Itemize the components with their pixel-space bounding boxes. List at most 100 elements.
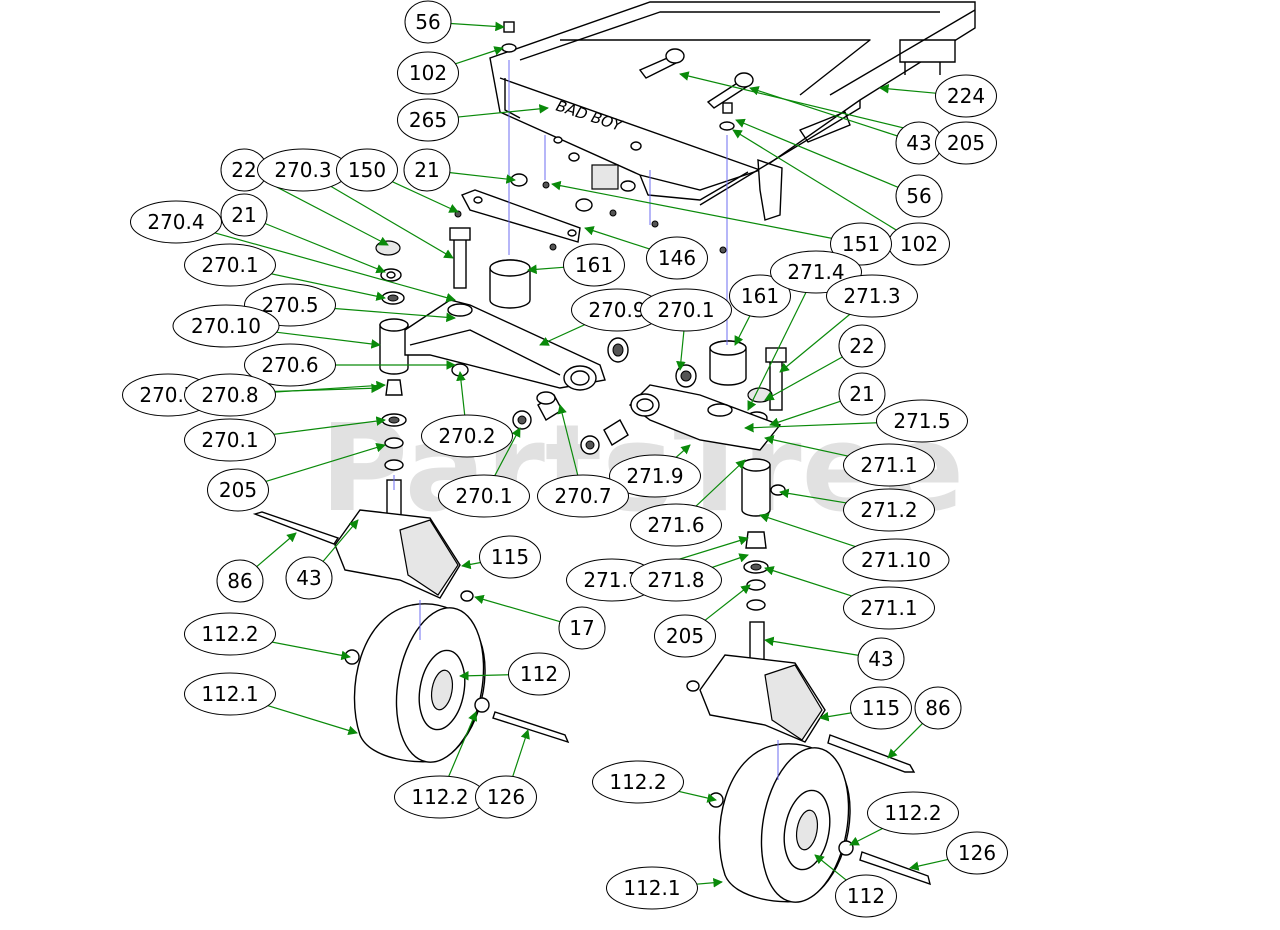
leader-line	[448, 21, 505, 32]
callout-bubble: 146	[646, 236, 708, 280]
callout-circle	[838, 372, 886, 416]
callout-bubble: 161	[563, 243, 625, 287]
callout-circle	[508, 652, 570, 696]
leader-line	[764, 636, 861, 657]
callout-number: 270.9	[588, 298, 645, 322]
leader-line	[322, 519, 359, 563]
callout-circle	[843, 586, 935, 630]
callout-number: 271.8	[647, 568, 704, 592]
callout-circle	[838, 324, 886, 368]
callout-number: 270.4	[147, 210, 204, 234]
callout-circle	[646, 236, 708, 280]
callout-bubble: 271.2	[843, 488, 935, 532]
pivot-shafts	[638, 48, 754, 109]
callout-number: 115	[862, 696, 900, 720]
callout-circle	[729, 274, 791, 318]
callout-bubble: 270.2	[421, 414, 513, 458]
callout-number: 115	[491, 545, 529, 569]
callout-bubble: 115	[850, 686, 912, 730]
callout-circle	[397, 51, 459, 95]
callout-circle	[842, 538, 950, 582]
callout-circle	[404, 0, 452, 44]
leader-line	[879, 84, 946, 95]
callout-bubble: 43	[857, 637, 905, 681]
callout-circle	[421, 414, 513, 458]
callout-number: 270.1	[201, 253, 258, 277]
callout-bubble: 112.2	[184, 612, 276, 656]
callout-number: 112.1	[623, 876, 680, 900]
callout-number: 271.9	[626, 464, 683, 488]
callout-circle	[606, 866, 698, 910]
callout-number: 126	[958, 841, 996, 865]
callout-bubble: 112.1	[184, 672, 276, 716]
callout-bubble: 17	[558, 606, 606, 650]
callout-circle	[479, 535, 541, 579]
callout-number: 161	[741, 284, 779, 308]
leader-line	[732, 129, 902, 234]
callout-circle	[654, 614, 716, 658]
callout-circle	[826, 274, 918, 318]
leader-line	[511, 729, 530, 778]
callout-bubble: 22	[220, 148, 268, 192]
leader-line	[744, 421, 902, 433]
front-bracket	[461, 189, 581, 243]
callout-bubble: 115	[479, 535, 541, 579]
callout-number: 271.3	[843, 284, 900, 308]
callout-bubble: 270.4	[130, 200, 222, 244]
callout-number: 271.2	[860, 498, 917, 522]
leader-line	[764, 355, 844, 401]
callout-number: 205	[219, 478, 257, 502]
right-pivot-arm	[628, 340, 787, 611]
callout-bubble: 270.8	[184, 373, 276, 417]
left-caster-fork	[252, 479, 461, 599]
callout-circle	[285, 556, 333, 600]
leader-line	[257, 442, 386, 485]
callout-number: 270.5	[261, 293, 318, 317]
callout-bubble: 56	[895, 174, 943, 218]
callout-circle	[184, 612, 276, 656]
callout-number: 56	[415, 10, 440, 34]
left-caster-wheel	[344, 603, 570, 763]
leader-line	[701, 584, 751, 624]
callout-number: 102	[900, 232, 938, 256]
leader-line	[747, 290, 808, 411]
callout-number: 224	[947, 84, 985, 108]
callout-number: 271.4	[787, 260, 844, 284]
callout-circle	[946, 831, 1008, 875]
callout-bubble: 265	[397, 98, 459, 142]
callout-number: 86	[227, 569, 252, 593]
callout-bubble: 270.6	[244, 343, 336, 387]
callout-number: 86	[925, 696, 950, 720]
callout-bubble: 43	[285, 556, 333, 600]
callout-number: 126	[487, 785, 525, 809]
callout-bubble: 271.8	[630, 558, 722, 602]
callout-circle	[563, 243, 625, 287]
callout-number: 43	[868, 647, 893, 671]
callout-circle	[216, 559, 264, 603]
callout-number: 271.6	[647, 513, 704, 537]
callout-bubble: 270.1	[640, 288, 732, 332]
leader-line	[447, 171, 516, 184]
callout-bubble: 270.1	[438, 474, 530, 518]
callout-number: 270.2	[438, 424, 495, 448]
callout-circle	[537, 474, 629, 518]
right-caster-wheel	[708, 743, 931, 903]
callout-number: 112.2	[609, 770, 666, 794]
leader-line	[385, 178, 459, 213]
leader-line	[474, 594, 562, 623]
leader-line	[448, 104, 549, 119]
callout-circle	[850, 686, 912, 730]
callout-bubble: 271.1	[843, 443, 935, 487]
callout-number: 271.5	[893, 409, 950, 433]
callout-bubble: 112	[835, 874, 897, 918]
callout-circle	[935, 121, 997, 165]
callout-bubble: 270.10	[172, 304, 280, 348]
callout-bubble: 205	[207, 468, 269, 512]
leader-line	[749, 86, 900, 138]
leader-line	[887, 722, 924, 759]
callout-bubble: 126	[946, 831, 1008, 875]
callout-number: 161	[575, 253, 613, 277]
callout-bubble: 112.2	[394, 775, 486, 819]
callout-bubble: 271.6	[630, 503, 722, 547]
callout-number: 22	[849, 334, 874, 358]
